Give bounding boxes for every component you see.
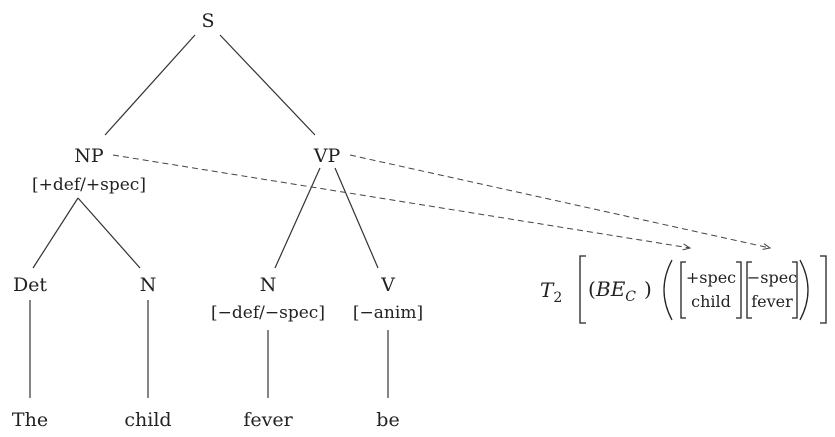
leaf-the: The — [12, 409, 48, 431]
formula-operator-letter: T — [540, 278, 555, 302]
node-s: S — [201, 10, 214, 32]
vector1-top: +spec — [686, 268, 736, 287]
node-vp: VP — [313, 145, 341, 167]
transformation-formula: T2 ( BEC ) +spec child −spec fever — [540, 255, 827, 324]
node-np: NP — [74, 145, 104, 167]
formula-operator-subscript: 2 — [553, 290, 562, 306]
node-det: Det — [13, 274, 47, 296]
formula-close-paren-1: ) — [644, 277, 652, 301]
edge-np-n — [77, 197, 141, 269]
edge-vp-v — [334, 167, 379, 269]
edge-vp-n — [274, 167, 321, 269]
leaf-be: be — [376, 409, 399, 431]
node-np-features: [+def/+spec] — [32, 175, 146, 195]
outer-left-bracket — [579, 255, 586, 324]
formula-operator: T2 — [540, 278, 562, 306]
vector2-left-bracket — [746, 261, 752, 319]
vector2-top: −spec — [747, 268, 797, 287]
node-n-child: N — [140, 274, 157, 296]
leaf-child: child — [124, 409, 171, 431]
vector2-bottom: fever — [751, 292, 793, 311]
vector1-right-bracket — [736, 261, 742, 319]
node-v: V — [380, 274, 395, 296]
vector1-left-bracket — [680, 261, 686, 319]
node-n-fever: N — [260, 274, 277, 296]
vector2-right-bracket — [792, 261, 798, 319]
node-v-features: [−anim] — [353, 303, 423, 323]
formula-open-paren-1: ( — [588, 277, 596, 301]
outer-right-bracket — [820, 255, 827, 324]
formula-relation-subscript: C — [625, 289, 636, 305]
formula-relation-letters: BE — [595, 277, 626, 301]
vector1-bottom: child — [691, 292, 731, 311]
edge-np-det — [32, 197, 79, 269]
node-n-fever-features: [−def/−spec] — [211, 303, 325, 323]
big-right-paren — [799, 259, 809, 321]
edge-s-vp — [219, 34, 316, 136]
leaf-fever: fever — [243, 409, 293, 431]
big-left-paren — [663, 259, 673, 321]
edge-s-np — [104, 34, 196, 136]
formula-relation: BEC — [595, 277, 636, 305]
arrow-vp-to-spec-fever — [349, 154, 770, 248]
arrow-np-to-spec-child — [112, 154, 690, 248]
